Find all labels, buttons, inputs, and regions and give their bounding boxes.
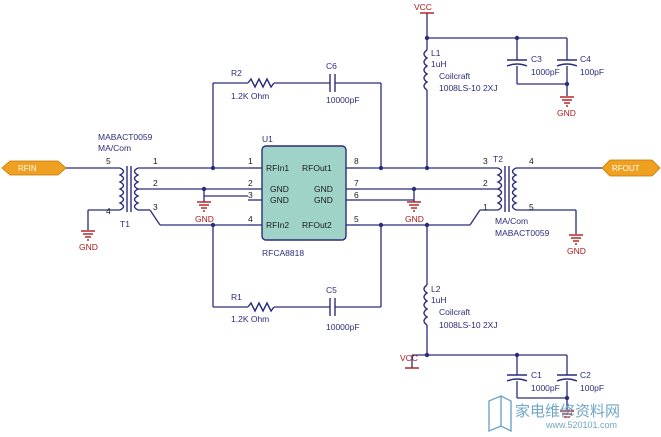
vcc-top: VCC xyxy=(414,2,434,14)
t1-ref: T1 xyxy=(120,219,130,229)
t1-pin-5: 5 xyxy=(106,156,111,166)
l1-vendor: Coilcraft xyxy=(439,71,471,81)
c5-ref: C5 xyxy=(326,285,337,295)
pin-num: 8 xyxy=(354,156,359,166)
c4-value: 100pF xyxy=(580,67,604,77)
l2-part: 1008LS-10 2XJ xyxy=(439,320,498,330)
t1-pin-3: 3 xyxy=(153,202,158,212)
gnd-label: GND xyxy=(195,214,214,224)
watermark-text: 家电维修资料网 xyxy=(515,402,620,420)
t1-pin-2: 2 xyxy=(153,178,158,188)
c3-value: 1000pF xyxy=(531,67,560,77)
chip-u1: U1 RFCA8818 RFIn1 GND GND RFIn2 RFOut1 G… xyxy=(248,134,360,258)
r2-ref: R2 xyxy=(231,68,242,78)
t2-pin-5: 5 xyxy=(529,202,534,212)
l1-ref: L1 xyxy=(431,48,441,58)
l1-value: 1uH xyxy=(431,59,447,69)
ground-center-left: GND xyxy=(195,186,248,224)
rfout-label: RFOUT xyxy=(612,164,640,173)
pin-num: 5 xyxy=(354,214,359,224)
c1-ref: C1 xyxy=(531,370,542,380)
feedback-top: R2 1.2K Ohm C6 10000pF xyxy=(210,61,384,171)
chip-pin-gnd: GND xyxy=(314,184,333,194)
pin-num: 2 xyxy=(248,178,253,188)
decoupling-bottom: C1 1000pF C2 100pF xyxy=(506,355,604,418)
t2-vendor: MA/Com xyxy=(495,216,528,226)
l2-value: 1uH xyxy=(431,295,447,305)
chip-pin-gnd: GND xyxy=(270,184,289,194)
ground-t2: GND xyxy=(567,234,586,256)
t1-pin-4: 4 xyxy=(106,206,111,216)
t2-part: MABACT0059 xyxy=(495,228,550,238)
chip-pin-gnd: GND xyxy=(314,195,333,205)
vcc-bottom: VCC xyxy=(400,353,419,369)
chip-pin-rfout2: RFOut2 xyxy=(302,220,332,230)
rfin-label: RFIN xyxy=(18,164,37,173)
pin-num: 4 xyxy=(248,214,253,224)
pin-num: 7 xyxy=(354,178,359,188)
c5-value: 10000pF xyxy=(326,322,360,332)
chip-pin-rfout1: RFOut1 xyxy=(302,163,332,173)
inductor-l1: L1 1uH Coilcraft 1008LS-10 2XJ xyxy=(423,13,567,168)
gnd-label: GND xyxy=(405,214,424,224)
t2-ref: T2 xyxy=(493,154,503,164)
transformer-t2: 3 2 1 4 5 T2 MA/Com MABACT0059 xyxy=(483,154,602,238)
c1-value: 1000pF xyxy=(531,383,560,393)
c3-ref: C3 xyxy=(531,54,542,64)
c2-ref: C2 xyxy=(580,370,591,380)
rfout-port: RFOUT xyxy=(601,159,661,177)
watermark: 家电维修资料网 www.520101.com xyxy=(488,394,620,433)
l1-part: 1008LS-10 2XJ xyxy=(439,83,498,93)
gnd-label: GND xyxy=(567,246,586,256)
ground-center-right: GND xyxy=(405,201,424,224)
chip-part: RFCA8818 xyxy=(262,248,304,258)
pin-num: 3 xyxy=(248,190,253,200)
output-wiring xyxy=(360,165,498,228)
watermark-logo-icon xyxy=(488,394,502,433)
chip-pin-gnd: GND xyxy=(270,195,289,205)
t2-pin-4: 4 xyxy=(529,156,534,166)
t2-pin-3: 3 xyxy=(483,156,488,166)
chip-pin-rfin2: RFIn2 xyxy=(266,220,289,230)
inductor-l2: L2 1uH Coilcraft 1008LS-10 2XJ xyxy=(411,225,567,368)
c6-value: 10000pF xyxy=(326,95,360,105)
t1-vendor: MA/Com xyxy=(98,143,131,153)
c4-ref: C4 xyxy=(580,54,591,64)
t2-pin-2: 2 xyxy=(483,178,488,188)
t1-part: MABACT0059 xyxy=(98,132,153,142)
rfin-port: RFIN xyxy=(1,160,67,176)
t2-pin-1: 1 xyxy=(483,202,488,212)
chip-ref: U1 xyxy=(262,134,273,144)
l2-vendor: Coilcraft xyxy=(439,307,471,317)
pin-num: 1 xyxy=(248,156,253,166)
vcc-label: VCC xyxy=(414,2,432,12)
ground-t1: GND xyxy=(79,230,98,252)
c2-value: 100pF xyxy=(580,383,604,393)
l2-ref: L2 xyxy=(431,284,441,294)
r2-value: 1.2K Ohm xyxy=(231,91,269,101)
r1-ref: R1 xyxy=(231,292,242,302)
r1-value: 1.2K Ohm xyxy=(231,314,269,324)
c6-ref: C6 xyxy=(326,61,337,71)
watermark-url: www.520101.com xyxy=(545,420,617,430)
pin-num: 6 xyxy=(354,190,359,200)
transformer-t1: 5 4 1 2 3 MABACT0059 MA/Com T1 xyxy=(66,132,248,230)
decoupling-top: GND C3 1000pF C4 100pF xyxy=(506,38,604,118)
t1-pin-1: 1 xyxy=(153,156,158,166)
chip-pin-rfin1: RFIn1 xyxy=(266,163,289,173)
gnd-label: GND xyxy=(557,108,576,118)
gnd-label: GND xyxy=(79,242,98,252)
vcc-label: VCC xyxy=(400,353,418,363)
